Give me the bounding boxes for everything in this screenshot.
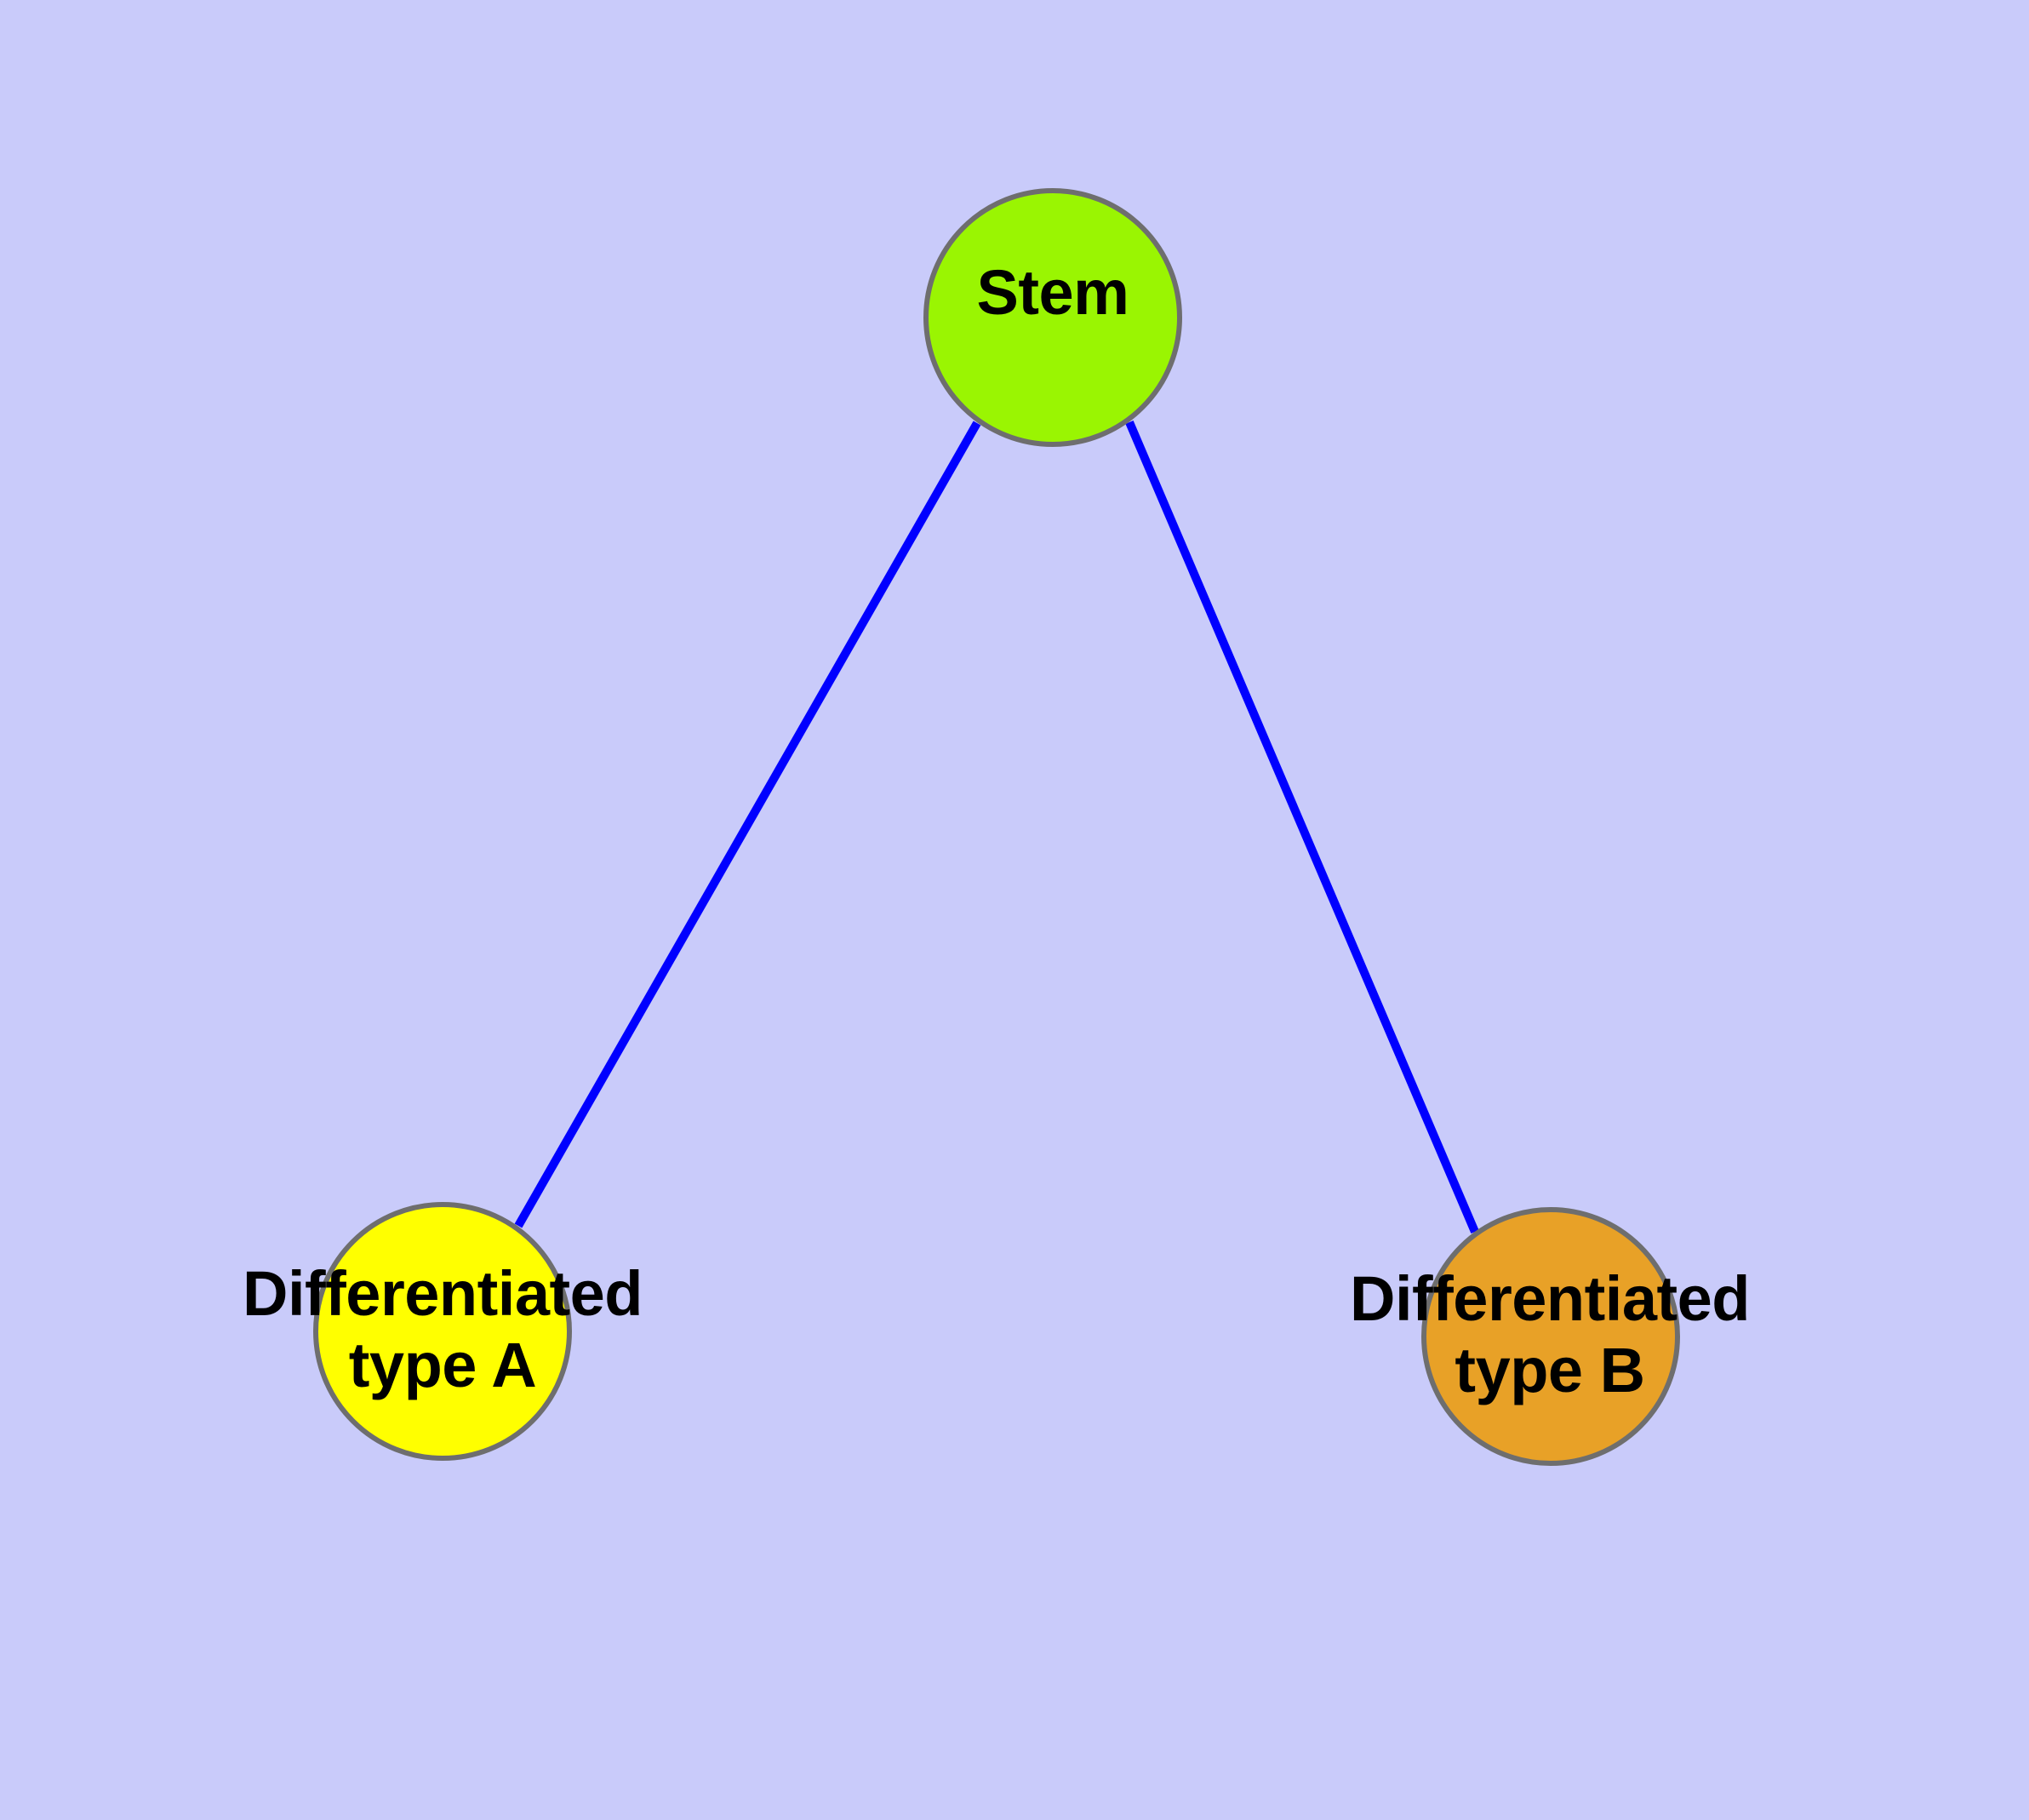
node-stem[interactable] — [923, 188, 1182, 447]
edge-stem-to-differentiated-type-a — [514, 421, 981, 1228]
node-differentiated-type-a[interactable] — [313, 1202, 572, 1461]
edge-stem-to-differentiated-type-b — [1125, 421, 1479, 1233]
node-differentiated-type-b[interactable] — [1421, 1207, 1680, 1466]
